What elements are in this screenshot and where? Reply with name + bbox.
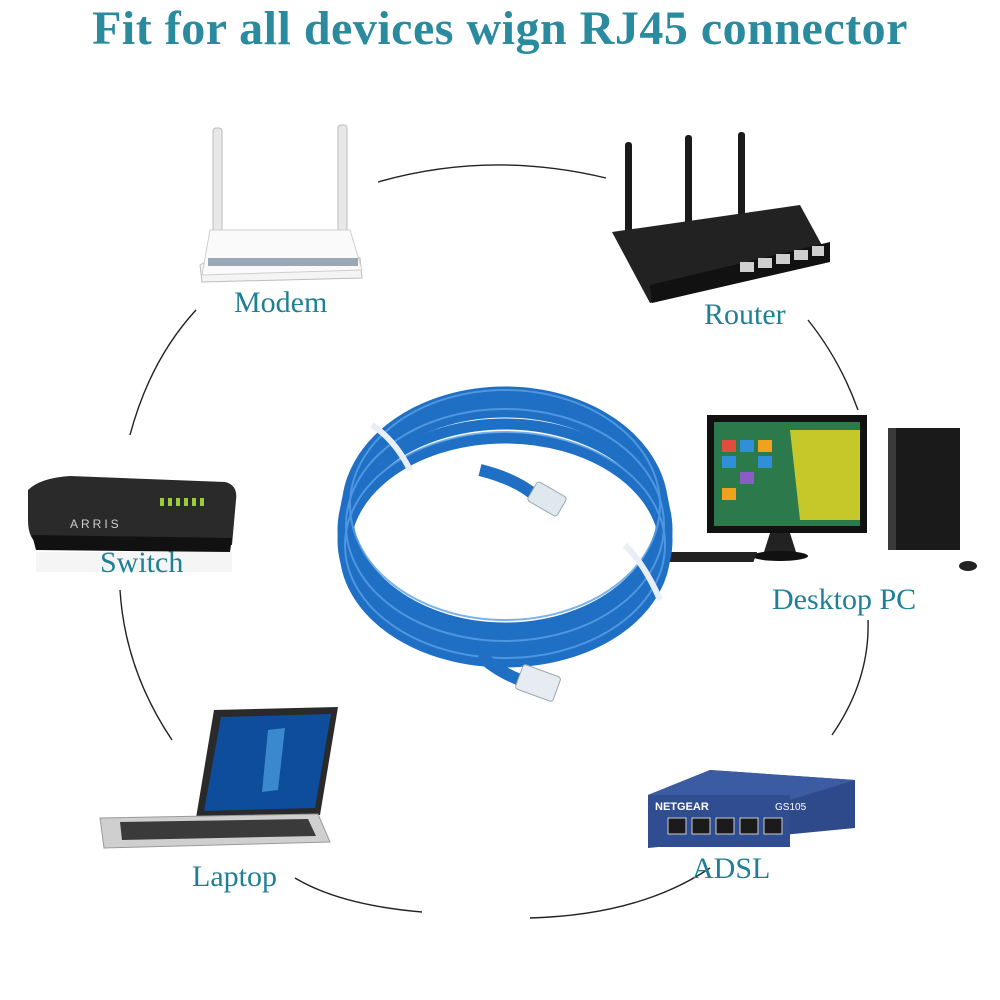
device-label-router: Router (704, 298, 786, 331)
device-label-adsl: ADSL (692, 852, 771, 885)
svg-text:NETGEAR: NETGEAR (655, 801, 709, 813)
svg-text:GS105: GS105 (775, 802, 807, 813)
device-label-desktop-pc: Desktop PC (772, 583, 917, 616)
modem-icon (199, 124, 363, 283)
router-icon (612, 132, 830, 303)
svg-text:ARRIS: ARRIS (70, 517, 122, 531)
device-label-switch: Switch (100, 546, 184, 579)
laptop-icon (99, 707, 338, 849)
adsl-icon: NETGEAR GS105 (648, 770, 855, 848)
arc-top (377, 164, 607, 183)
arc-top-left (129, 309, 197, 436)
arc-top-right (807, 319, 859, 411)
arc-left (119, 589, 173, 741)
switch-icon: ARRIS (28, 476, 237, 572)
desktop-pc-icon (653, 415, 977, 571)
device-label-laptop: Laptop (192, 860, 277, 893)
arc-bottom-right (831, 619, 869, 736)
arc-bottom-left (294, 877, 423, 913)
device-label-modem: Modem (234, 286, 328, 319)
connection-circle (119, 164, 869, 919)
arc-bottom-right-2 (529, 867, 711, 919)
page-title: Fit for all devices wign RJ45 connector (92, 2, 908, 55)
ethernet-cable-icon (337, 386, 673, 702)
